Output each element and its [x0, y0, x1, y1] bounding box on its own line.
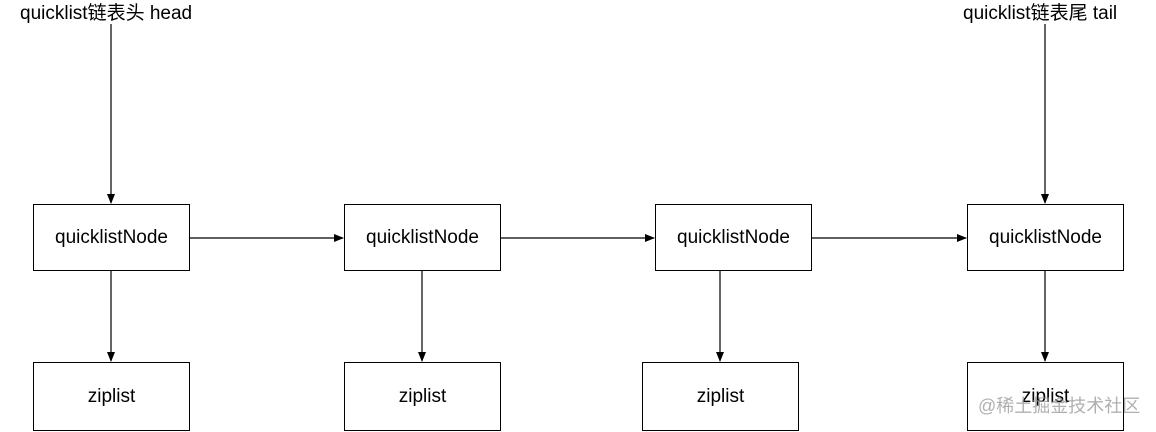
quicklist-node-1: quicklistNode [33, 204, 190, 271]
ziplist-box-1: ziplist [33, 362, 190, 431]
ziplist-box-4: ziplist [967, 362, 1124, 431]
head-label: quicklist链表头 head [20, 3, 193, 24]
ziplist-box-3: ziplist [642, 362, 799, 431]
quicklist-node-3: quicklistNode [655, 204, 812, 271]
quicklist-node-2: quicklistNode [344, 204, 501, 271]
watermark: @稀土掘金技术社区 [978, 396, 1141, 416]
ziplist-box-2: ziplist [344, 362, 501, 431]
quicklist-node-4: quicklistNode [967, 204, 1124, 271]
tail-label: quicklist链表尾 tail [963, 3, 1118, 24]
